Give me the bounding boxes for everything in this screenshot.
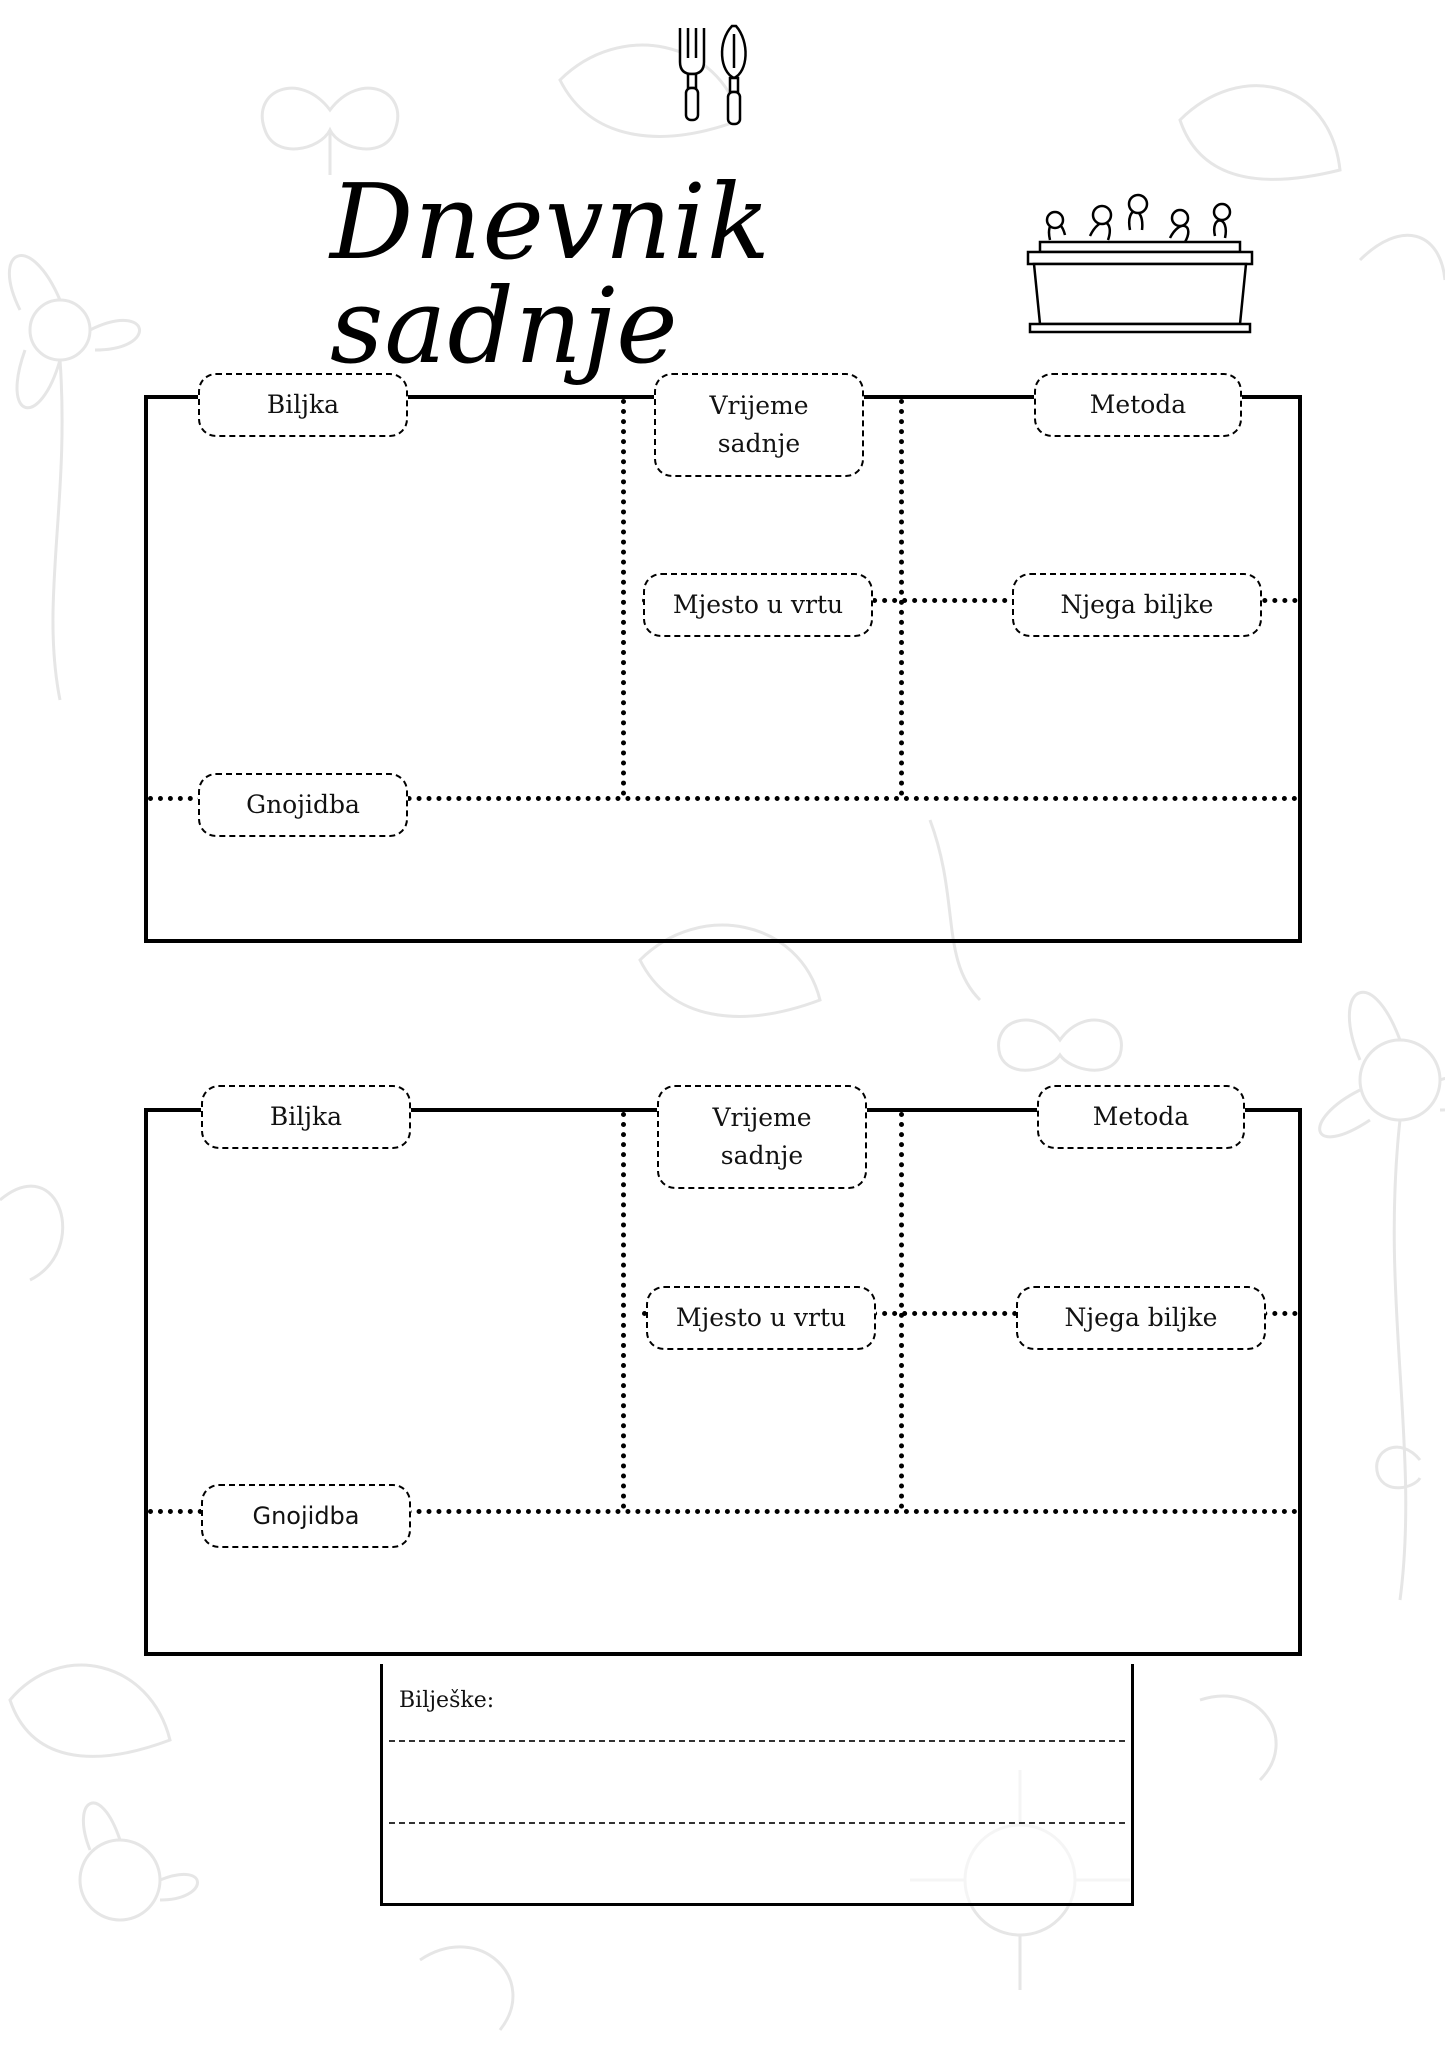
butterfly-icon — [260, 86, 400, 175]
divider-vertical — [621, 399, 626, 796]
garden-location-label: Mjesto u vrtu — [646, 1286, 876, 1350]
notes-label: Bilješke: — [399, 1688, 495, 1713]
flower-icon — [8, 254, 141, 701]
butterfly-icon — [997, 1018, 1422, 1490]
notes-line[interactable] — [389, 1822, 1125, 1824]
flower-icon — [1318, 990, 1445, 1601]
divider-horizontal — [642, 598, 1298, 603]
planting-time-label-line1: Vrijeme — [709, 391, 809, 420]
divider-vertical — [899, 399, 904, 796]
planting-record-section-1 — [144, 395, 1302, 943]
divider-vertical — [621, 1112, 626, 1509]
planting-time-label-line2: sadnje — [720, 1141, 804, 1170]
garden-trowel-icon — [720, 24, 747, 126]
fertilization-label: Gnojidba — [198, 773, 408, 837]
divider-horizontal — [148, 796, 1298, 801]
plant-care-label: Njega biljke — [1016, 1286, 1266, 1350]
plant-label: Biljka — [201, 1085, 411, 1149]
planting-time-label-line1: Vrijeme — [712, 1103, 812, 1132]
method-label: Metoda — [1037, 1085, 1245, 1149]
notes-box: Bilješke: — [380, 1664, 1134, 1906]
leaf-icon — [8, 43, 1445, 1758]
divider-vertical — [899, 1112, 904, 1509]
garden-location-label: Mjesto u vrtu — [643, 573, 873, 637]
method-label: Metoda — [1034, 373, 1242, 437]
planting-record-section-2 — [144, 1108, 1302, 1656]
divider-horizontal — [642, 1311, 1298, 1316]
plant-care-label: Njega biljke — [1012, 573, 1262, 637]
planting-time-label: Vrijeme sadnje — [654, 373, 864, 477]
planting-time-label: Vrijeme sadnje — [657, 1085, 867, 1189]
garden-fork-icon — [678, 28, 706, 122]
notes-line[interactable] — [389, 1740, 1125, 1742]
garden-tools — [678, 24, 747, 126]
page-title: Dnevnik sadnje — [330, 161, 771, 387]
plant-label: Biljka — [198, 373, 408, 437]
flower-box-icon — [1026, 193, 1254, 334]
planting-time-label-line2: sadnje — [717, 429, 801, 458]
fertilization-label: Gnojidba — [201, 1484, 411, 1548]
divider-horizontal — [148, 1509, 1298, 1514]
